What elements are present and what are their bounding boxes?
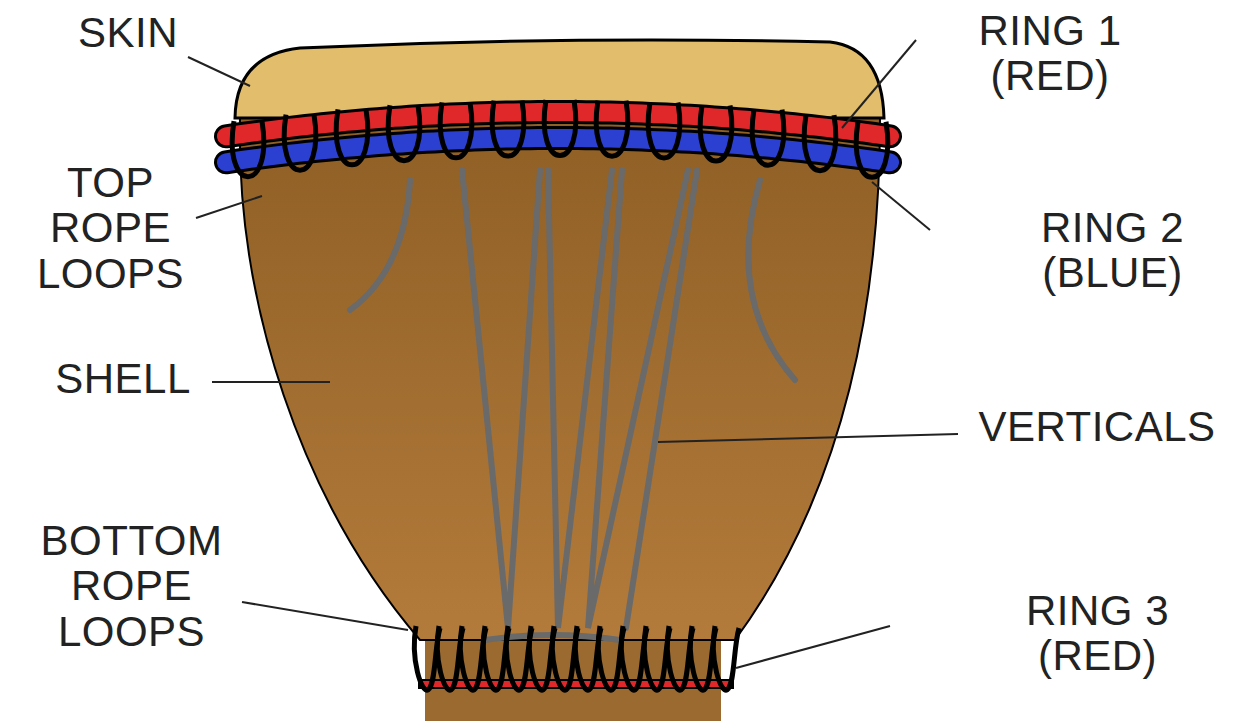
rope-loop bbox=[388, 105, 420, 161]
bottom-ring bbox=[414, 626, 739, 690]
rope-loop bbox=[492, 101, 524, 157]
rope-loop bbox=[648, 102, 680, 158]
blue-ring bbox=[226, 138, 890, 162]
ring-outline bbox=[226, 112, 890, 136]
ring-outline bbox=[226, 138, 890, 162]
part-label: RING 3 (RED) bbox=[990, 588, 1205, 679]
vertical-ropes bbox=[350, 146, 795, 640]
part-label: SKIN bbox=[58, 10, 198, 55]
rope-loop bbox=[440, 102, 472, 158]
part-label: SHELL bbox=[38, 356, 208, 401]
red-ring bbox=[226, 112, 890, 136]
rope-loop bbox=[856, 122, 888, 177]
rope-loop bbox=[284, 115, 316, 171]
part-label: RING 2 (BLUE) bbox=[995, 205, 1230, 296]
rope-loop bbox=[232, 121, 264, 177]
rope-loop bbox=[700, 106, 732, 162]
rope-loop bbox=[804, 115, 836, 171]
top-rings bbox=[226, 100, 890, 177]
part-label: RING 1 (RED) bbox=[945, 8, 1155, 99]
part-label: TOP ROPE LOOPS bbox=[18, 160, 203, 296]
rope-loop bbox=[336, 109, 368, 164]
drum-shell bbox=[240, 118, 880, 640]
leader-lines bbox=[188, 40, 958, 668]
rope-loop bbox=[713, 626, 739, 690]
part-label: BOTTOM ROPE LOOPS bbox=[14, 518, 249, 654]
rope-loop bbox=[752, 110, 784, 166]
rope-loop bbox=[544, 100, 576, 156]
rope-loop bbox=[596, 101, 628, 156]
part-label: VERTICALS bbox=[962, 404, 1232, 449]
